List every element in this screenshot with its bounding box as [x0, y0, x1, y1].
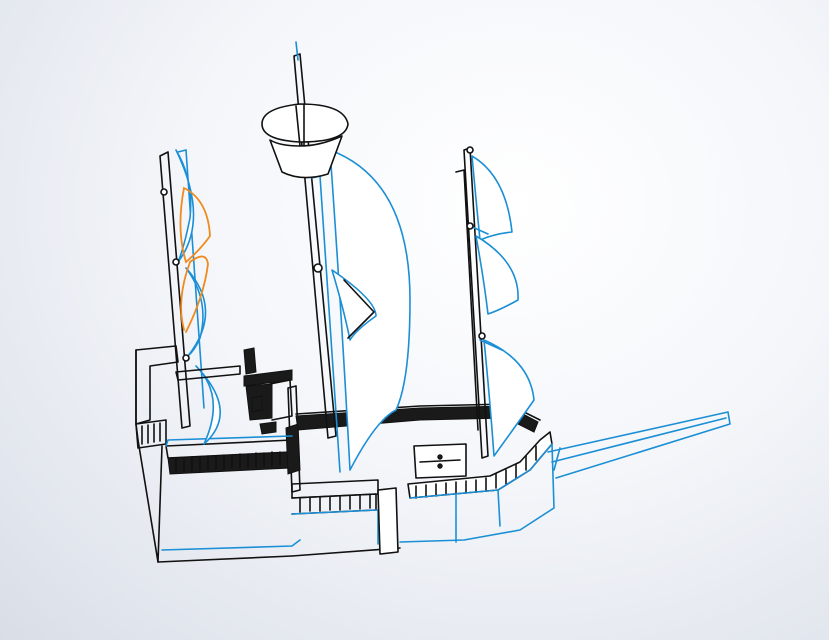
rear-mast-highlight — [179, 186, 211, 333]
deck-hatch[interactable] — [413, 443, 467, 479]
waist-balusters — [299, 493, 371, 513]
bow-balusters — [415, 445, 537, 499]
quarterdeck-balusters — [175, 451, 281, 473]
rear-mast[interactable] — [159, 149, 241, 445]
ships-wheel[interactable] — [243, 347, 293, 435]
crows-nest[interactable] — [261, 103, 349, 179]
main-mast[interactable] — [261, 41, 411, 473]
bowsprit[interactable] — [547, 411, 731, 479]
stern-balusters — [141, 422, 161, 445]
front-mast[interactable] — [455, 146, 535, 459]
